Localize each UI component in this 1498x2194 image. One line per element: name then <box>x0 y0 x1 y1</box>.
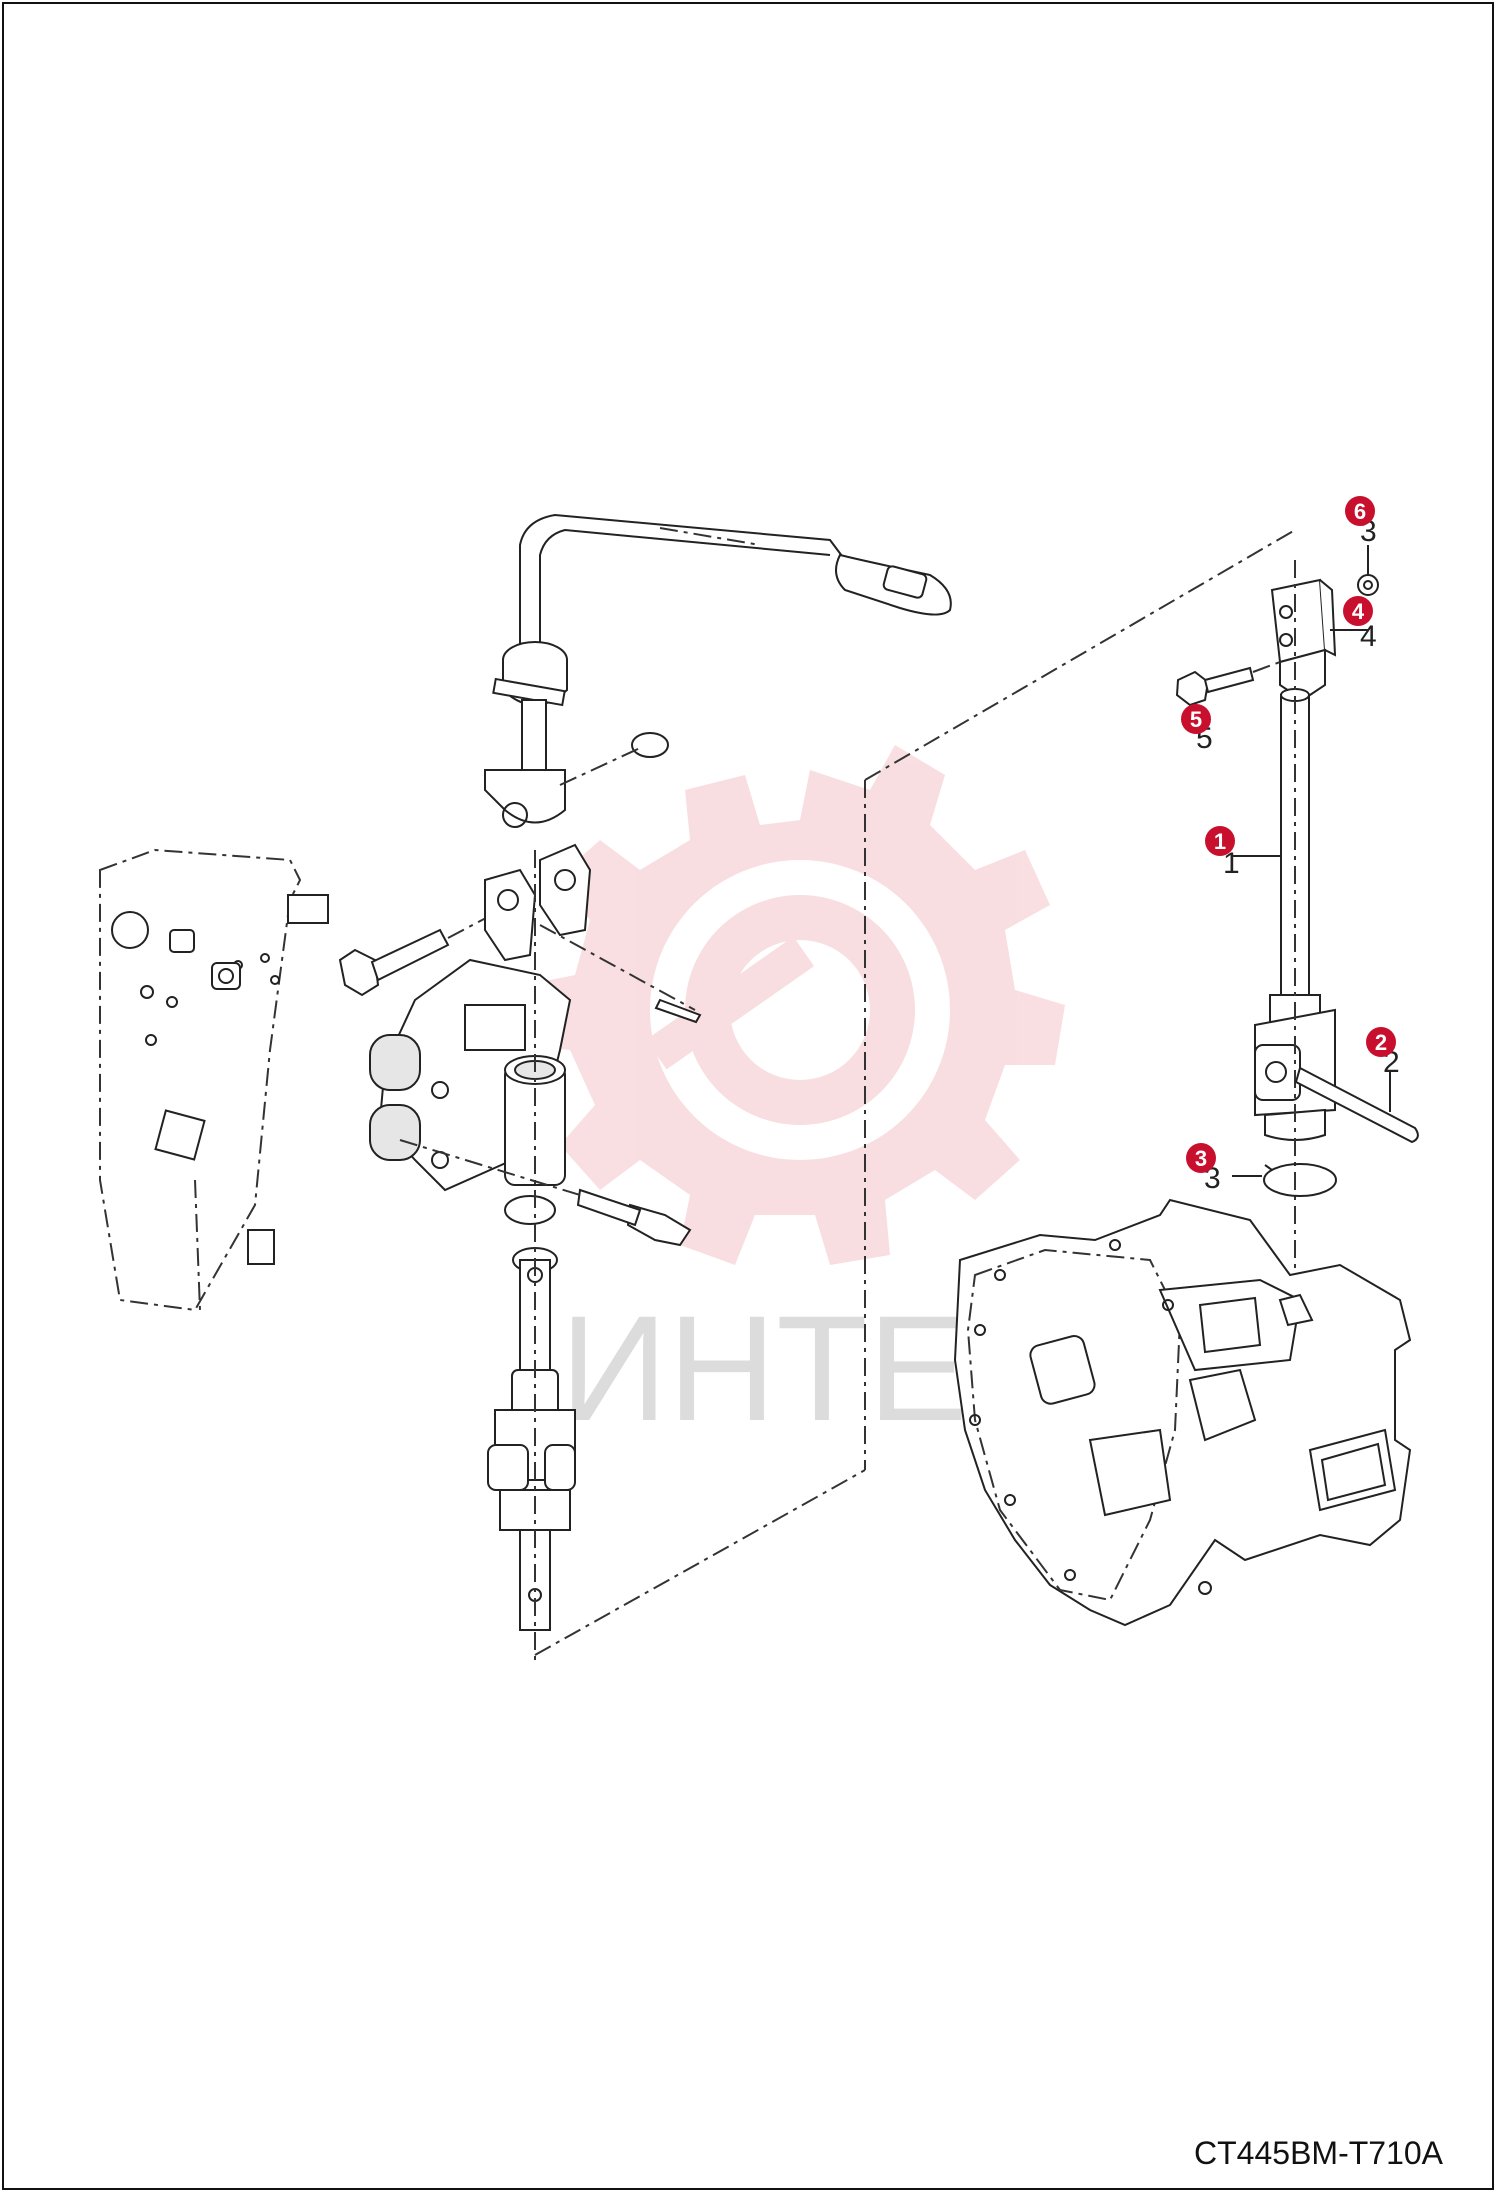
plain-number-4: 4 <box>1360 620 1377 653</box>
circlip-part-3 <box>1263 1163 1337 1197</box>
circlip-lower <box>504 1195 556 1225</box>
callout-badge-2[interactable] <box>1366 1027 1396 1057</box>
assembly-boundary-line <box>534 529 1296 1656</box>
shift-lever <box>484 513 952 828</box>
callout-label-2: 2 <box>1375 1030 1387 1055</box>
callout-label-4: 4 <box>1352 599 1365 624</box>
plain-number-1: 1 <box>1223 847 1240 880</box>
callout-leaders <box>1232 545 1391 1177</box>
pin-part-2 <box>1294 1066 1419 1144</box>
callout-5[interactable]: 5 <box>1181 704 1211 734</box>
callout-label-6: 6 <box>1354 499 1366 524</box>
shift-bracket <box>369 958 572 1192</box>
right-shift-shaft <box>1254 560 1337 1340</box>
callout-badge-1[interactable] <box>1205 826 1235 856</box>
lower-shaft-ujoint <box>487 850 576 1660</box>
callout-badge-6[interactable] <box>1345 496 1375 526</box>
callout-label-1: 1 <box>1214 829 1226 854</box>
callout-2[interactable]: 2 <box>1366 1027 1396 1057</box>
callout-badge-5[interactable] <box>1181 704 1211 734</box>
callout-badge-3[interactable] <box>1186 1143 1216 1173</box>
callout-label-3: 3 <box>1195 1146 1207 1171</box>
nut-part-6 <box>1357 574 1379 596</box>
plate-bushing <box>169 929 241 990</box>
callout-badge-4[interactable] <box>1343 596 1373 626</box>
transmission-housing <box>953 1198 1412 1627</box>
watermark-gear-logo <box>520 745 1065 1265</box>
callout-4[interactable]: 4 <box>1343 596 1373 626</box>
callout-label-5: 5 <box>1190 707 1202 732</box>
middle-yoke <box>484 843 702 1024</box>
callout-1[interactable]: 1 <box>1205 826 1235 856</box>
circlip-upper <box>559 732 669 786</box>
callout-6[interactable]: 6 <box>1345 496 1375 526</box>
callout-3[interactable]: 3 <box>1186 1143 1216 1173</box>
diagram-code-label: CT445BM-T710A <box>1194 2135 1443 2171</box>
plain-part-numbers: 1 2 3 4 5 3 <box>1196 515 1400 1195</box>
mounting-plate <box>99 848 329 1312</box>
bracket-bolt-lower <box>399 1139 692 1247</box>
bolt-part-5 <box>1175 661 1281 707</box>
